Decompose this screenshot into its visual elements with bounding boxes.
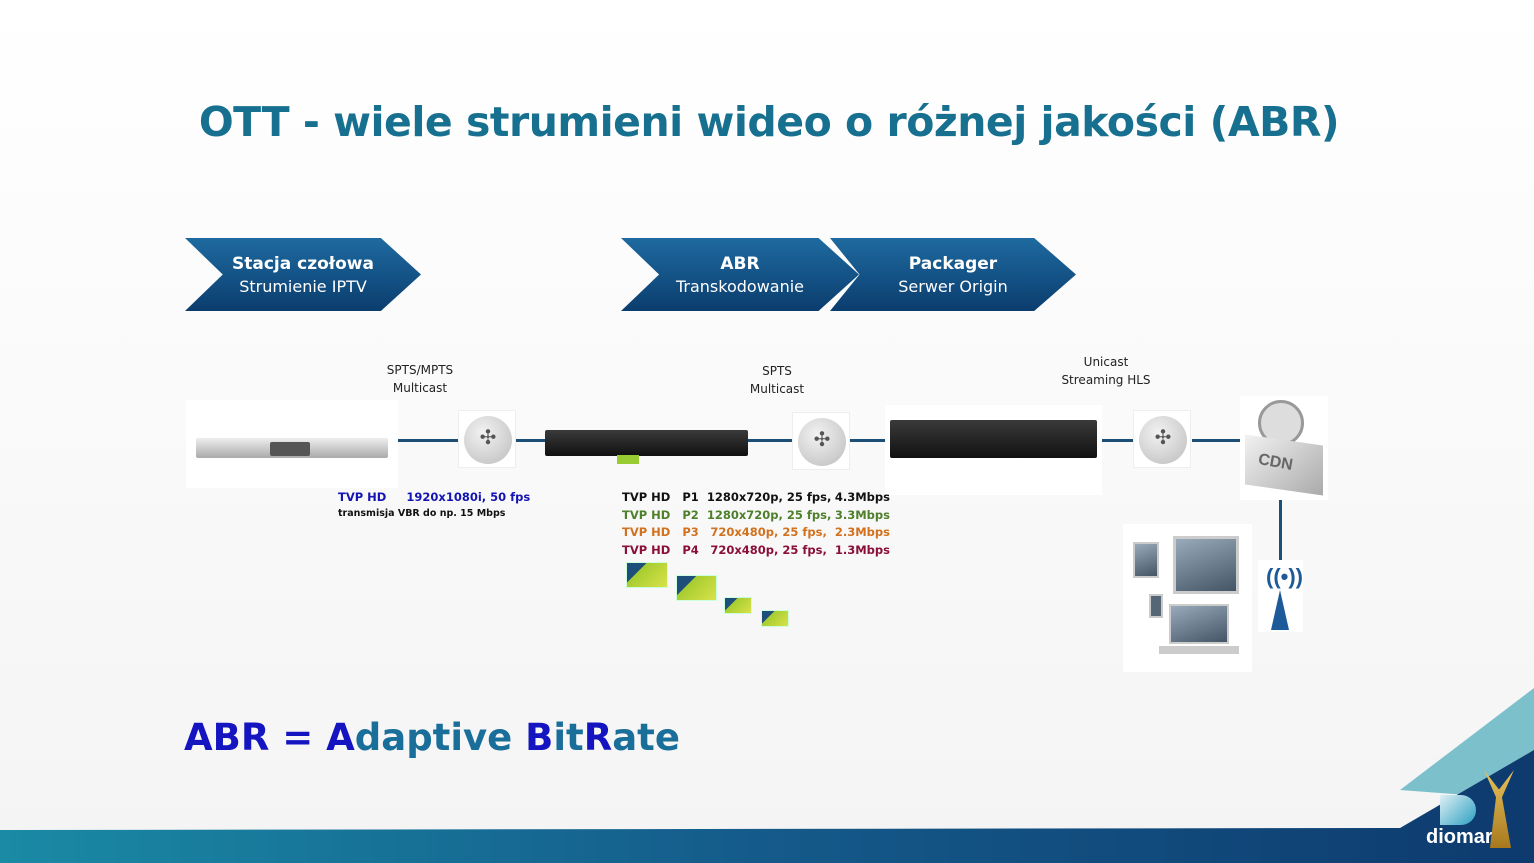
footer-decoration <box>0 688 1534 863</box>
router-icon: ✣ <box>1133 410 1191 468</box>
source-note: transmisja VBR do np. 15 Mbps <box>338 508 506 519</box>
profile-format: 1280x720p, 25 fps, <box>706 490 832 504</box>
packager-device-image <box>885 405 1102 495</box>
client-devices-image <box>1123 524 1252 672</box>
link-label-1: SPTS/MPTS Multicast <box>370 361 470 397</box>
profile-row: TVP HD P1 1280x720p, 25 fps, 4.3Mbps <box>622 489 890 507</box>
link-label-line: SPTS/MPTS <box>386 363 454 377</box>
source-format: 1920x1080i, 50 fps <box>406 490 531 504</box>
profile-bitrate: 1.3Mbps <box>834 542 890 557</box>
profile-id: P2 <box>682 507 699 522</box>
abr-text: B <box>525 716 554 759</box>
abr-text: R <box>583 716 613 759</box>
abr-text: ate <box>612 716 680 759</box>
cdn-icon: CDN <box>1240 396 1328 500</box>
connector <box>398 439 458 442</box>
profile-format: 720x480p, 25 fps, <box>710 525 827 539</box>
connector <box>1279 500 1282 560</box>
diomar-logo-text: diomar <box>1426 826 1493 848</box>
chevron-subtitle: Strumienie IPTV <box>239 276 367 296</box>
chevron-packager: Packager Serwer Origin <box>830 238 1076 311</box>
chevron-title: ABR <box>720 253 760 274</box>
transcoder-device-image <box>545 425 750 480</box>
chevron-title: Packager <box>908 253 998 274</box>
video-thumbnail <box>724 597 752 614</box>
slide-title: OTT - wiele strumieni wideo o różnej jak… <box>198 98 1340 146</box>
profile-id: P1 <box>682 490 699 504</box>
profile-channel: TVP HD <box>622 525 671 539</box>
profile-row: TVP HD P3 720x480p, 25 fps, 2.3Mbps <box>622 524 890 542</box>
link-label-2: SPTS Multicast <box>727 362 827 398</box>
abr-definition: ABR = Adaptive BitRate <box>184 716 680 759</box>
video-thumbnail <box>761 610 789 627</box>
chevron-title: Stacja czołowa <box>232 253 374 274</box>
link-label-line: Streaming HLS <box>1061 373 1151 387</box>
profile-channel: TVP HD <box>622 490 671 504</box>
profile-id: P4 <box>682 542 699 557</box>
link-label-line: Multicast <box>749 382 805 396</box>
profile-channel: TVP HD <box>622 542 671 557</box>
connector <box>748 439 792 442</box>
abr-text: daptive <box>354 716 526 759</box>
chevron-headend: Stacja czołowa Strumienie IPTV <box>185 238 421 311</box>
profile-format: 1280x720p, 25 fps, <box>706 507 832 522</box>
profile-bitrate: 2.3Mbps <box>834 525 890 539</box>
connector <box>516 439 548 442</box>
connector <box>1192 439 1240 442</box>
source-spec: TVP HD 1920x1080i, 50 fps <box>338 489 530 507</box>
chevron-subtitle: Transkodowanie <box>675 276 805 296</box>
abr-text: it <box>553 716 584 759</box>
source-channel: TVP HD <box>338 490 387 504</box>
profile-row: TVP HD P2 1280x720p, 25 fps, 3.3Mbps <box>622 507 890 525</box>
abr-text: ABR = <box>184 716 327 759</box>
headend-device-image <box>186 400 398 488</box>
connector <box>1102 439 1133 442</box>
profile-bitrate: 4.3Mbps <box>834 490 890 504</box>
chevron-abr: ABR Transkodowanie <box>621 238 859 311</box>
link-label-line: Multicast <box>392 381 448 395</box>
router-icon: ✣ <box>792 412 850 470</box>
antenna-icon: ((•)) <box>1258 560 1303 632</box>
profile-format: 720x480p, 25 fps, <box>710 542 827 557</box>
link-label-line: SPTS <box>762 364 792 378</box>
profile-bitrate: 3.3Mbps <box>834 507 890 522</box>
abr-text: A <box>326 716 355 759</box>
router-icon: ✣ <box>458 410 516 468</box>
profile-row: TVP HD P4 720x480p, 25 fps, 1.3Mbps <box>622 542 890 560</box>
profile-id: P3 <box>682 525 699 539</box>
video-thumbnail <box>626 562 668 588</box>
connector <box>850 439 886 442</box>
link-label-line: Unicast <box>1083 355 1129 369</box>
diomar-logo-icon <box>1440 795 1476 825</box>
profile-channel: TVP HD <box>622 507 671 522</box>
video-thumbnail <box>676 575 717 601</box>
chevron-subtitle: Serwer Origin <box>898 276 1008 296</box>
